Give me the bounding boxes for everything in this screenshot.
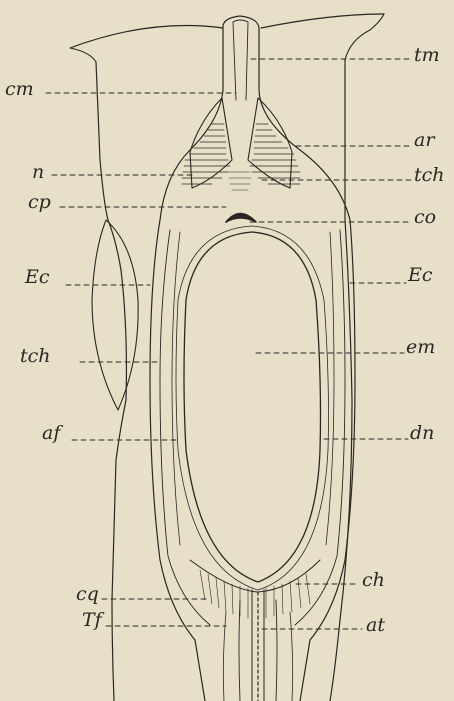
label-ec-right: Ec bbox=[408, 266, 433, 285]
label-cp: cp bbox=[28, 193, 51, 212]
label-dn: dn bbox=[410, 424, 434, 443]
outer-body-outline bbox=[70, 26, 223, 49]
embryonic-cavity bbox=[184, 232, 321, 582]
label-n: n bbox=[32, 163, 44, 182]
label-cm: cm bbox=[5, 80, 34, 99]
notochord-crescent bbox=[226, 214, 256, 223]
label-ch: ch bbox=[362, 571, 385, 590]
neural-tube-outer bbox=[223, 16, 350, 220]
label-at: at bbox=[366, 616, 385, 635]
label-em: em bbox=[406, 338, 435, 357]
label-tch-left: tch bbox=[20, 347, 51, 366]
label-ar: ar bbox=[414, 131, 434, 150]
embryo-outer-wall bbox=[150, 220, 205, 701]
label-ec-left: Ec bbox=[25, 268, 50, 287]
label-co: co bbox=[414, 208, 436, 227]
label-tm: tm bbox=[414, 46, 440, 65]
label-af: af bbox=[42, 424, 60, 443]
label-tch-right: tch bbox=[414, 166, 445, 185]
label-tf: Tf bbox=[82, 611, 102, 630]
label-cq: cq bbox=[76, 585, 99, 604]
ectoderm-lens bbox=[92, 220, 138, 410]
outer-body-outline-right bbox=[261, 14, 384, 28]
hatched-arch-right bbox=[248, 98, 300, 188]
hatched-arch-left bbox=[182, 98, 232, 188]
